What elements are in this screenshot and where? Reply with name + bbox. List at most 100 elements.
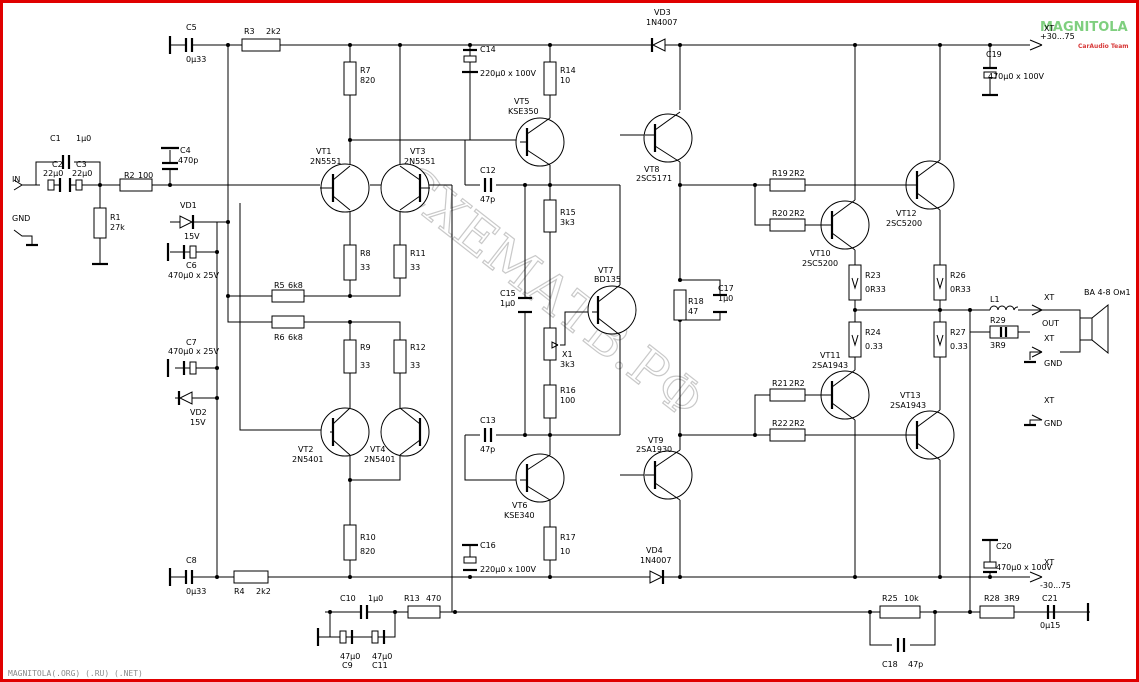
label-c2-ref: C2: [52, 160, 63, 169]
label-vd1-val: 15V: [184, 232, 200, 241]
label-c16-ref: C16: [480, 541, 496, 550]
label-r4-ref: R4: [234, 587, 245, 596]
label-r19-val: 2R2: [789, 169, 805, 178]
label-vt4-ref: VT4: [370, 445, 385, 454]
label-c4-val: 470p: [178, 156, 198, 165]
label-c19-ref: C19: [986, 50, 1002, 59]
label-c2-val: 22µ0: [43, 169, 63, 178]
label-r17-val: 10: [560, 547, 570, 556]
label-r8-val: 33: [360, 263, 370, 272]
label-c20-ref: C20: [996, 542, 1012, 551]
label-c7-val: 470µ0 x 25V: [168, 347, 219, 356]
label-r9-ref: R9: [360, 343, 371, 352]
transistor-symbols: [320, 111, 955, 503]
label-vt1-ref: VT1: [316, 147, 331, 156]
label-r27-ref: R27: [950, 328, 966, 337]
label-r5-ref: R5: [274, 281, 285, 290]
label-vd2-val: 15V: [190, 418, 206, 427]
label-c5-ref: C5: [186, 23, 197, 32]
label-r18-val: 47: [688, 307, 698, 316]
label-vt6-ref: VT6: [512, 501, 527, 510]
label-vt10-ref: VT10: [810, 249, 831, 258]
label-c15-val: 1µ0: [500, 299, 515, 308]
label-l1-ref: L1: [990, 295, 1000, 304]
label-r10-ref: R10: [360, 533, 376, 542]
label-r14-val: 10: [560, 76, 570, 85]
label-r1-ref: R1: [110, 213, 121, 222]
label-vt9-val: 2SA1930: [636, 445, 672, 454]
label-vt10-val: 2SC5200: [802, 259, 838, 268]
label-c1-ref: C1: [50, 134, 61, 143]
label-c10-ref: C10: [340, 594, 356, 603]
label-r10-val: 820: [360, 547, 375, 556]
label-c17-ref: C17: [718, 284, 734, 293]
component-labels: IN GND C1 1µ0 C2 22µ0 C3 22µ0 R1 27k R2 …: [12, 8, 1131, 670]
label-c16-val: 220µ0 x 100V: [480, 565, 537, 574]
label-vt13-val: 2SA1943: [890, 401, 926, 410]
label-r24-ref: R24: [865, 328, 881, 337]
label-vt5-val: KSE350: [508, 107, 539, 116]
label-vt11-val: 2SA1943: [812, 361, 848, 370]
label-vd2-ref: VD2: [190, 408, 207, 417]
label-r2-val: 100: [138, 171, 153, 180]
label-out: OUT: [1042, 319, 1059, 328]
label-r23-ref: R23: [865, 271, 881, 280]
label-vd3-ref: VD3: [654, 8, 671, 17]
label-vt3-ref: VT3: [410, 147, 425, 156]
label-xt-pos: XT: [1044, 24, 1054, 33]
label-c11-val: 47µ0: [372, 652, 392, 661]
label-r3-ref: R3: [244, 27, 255, 36]
resistor-symbols: [93, 38, 1019, 619]
label-r11-ref: R11: [410, 249, 426, 258]
label-rail-pos: +30...75: [1040, 32, 1075, 41]
label-r15-ref: R15: [560, 208, 576, 217]
label-r28-val: 3R9: [1004, 594, 1020, 603]
label-r16-val: 100: [560, 396, 575, 405]
label-r29-val: 3R9: [990, 341, 1006, 350]
label-vt11-ref: VT11: [820, 351, 841, 360]
label-c14-val: 220µ0 x 100V: [480, 69, 537, 78]
capacitor-symbols: [47, 36, 1090, 652]
label-r28-ref: R28: [984, 594, 1000, 603]
label-in: IN: [12, 175, 20, 184]
label-c5-val: 0µ33: [186, 55, 206, 64]
label-vt8-val: 2SC5171: [636, 174, 672, 183]
label-vt12-ref: VT12: [896, 209, 917, 218]
label-r6-ref: R6: [274, 333, 285, 342]
label-c17-val: 1µ0: [718, 294, 733, 303]
label-c8-ref: C8: [186, 556, 197, 565]
label-r18-ref: R18: [688, 297, 704, 306]
label-c7-ref: C7: [186, 338, 197, 347]
magnitola-logo: MAGNITOLA CarAudio Team: [1040, 20, 1129, 50]
label-r17-ref: R17: [560, 533, 576, 542]
label-vt1-val: 2N5551: [310, 157, 341, 166]
diode-symbols: [170, 38, 666, 584]
label-r23-val: 0R33: [865, 285, 886, 294]
label-vt6-val: KSE340: [504, 511, 535, 520]
label-r7-val: 820: [360, 76, 375, 85]
label-c9-val: 47µ0: [340, 652, 360, 661]
label-r22-ref: R22: [772, 419, 788, 428]
label-r8-ref: R8: [360, 249, 371, 258]
label-speaker: BA 4-8 Ом1: [1084, 288, 1131, 297]
label-c14-ref: C14: [480, 45, 496, 54]
label-vd1-ref: VD1: [180, 201, 197, 210]
label-r13-ref: R13: [404, 594, 420, 603]
label-r26-ref: R26: [950, 271, 966, 280]
label-r20-val: 2R2: [789, 209, 805, 218]
label-c13-ref: C13: [480, 416, 496, 425]
label-c12-val: 47p: [480, 195, 495, 204]
label-c9-ref: C9: [342, 661, 353, 670]
label-vt2-val: 2N5401: [292, 455, 323, 464]
label-vt5-ref: VT5: [514, 97, 529, 106]
label-vt7-ref: VT7: [598, 266, 613, 275]
label-xt-gnd2: XT: [1044, 396, 1054, 405]
label-r1-val: 27k: [110, 223, 125, 232]
label-r11-val: 33: [410, 263, 420, 272]
label-r2-ref: R2: [124, 171, 135, 180]
label-vd4-ref: VD4: [646, 546, 663, 555]
label-gnd-in: GND: [12, 214, 30, 223]
label-r5-val: 6k8: [288, 281, 303, 290]
label-c19-val: 470µ0 x 100V: [988, 72, 1045, 81]
